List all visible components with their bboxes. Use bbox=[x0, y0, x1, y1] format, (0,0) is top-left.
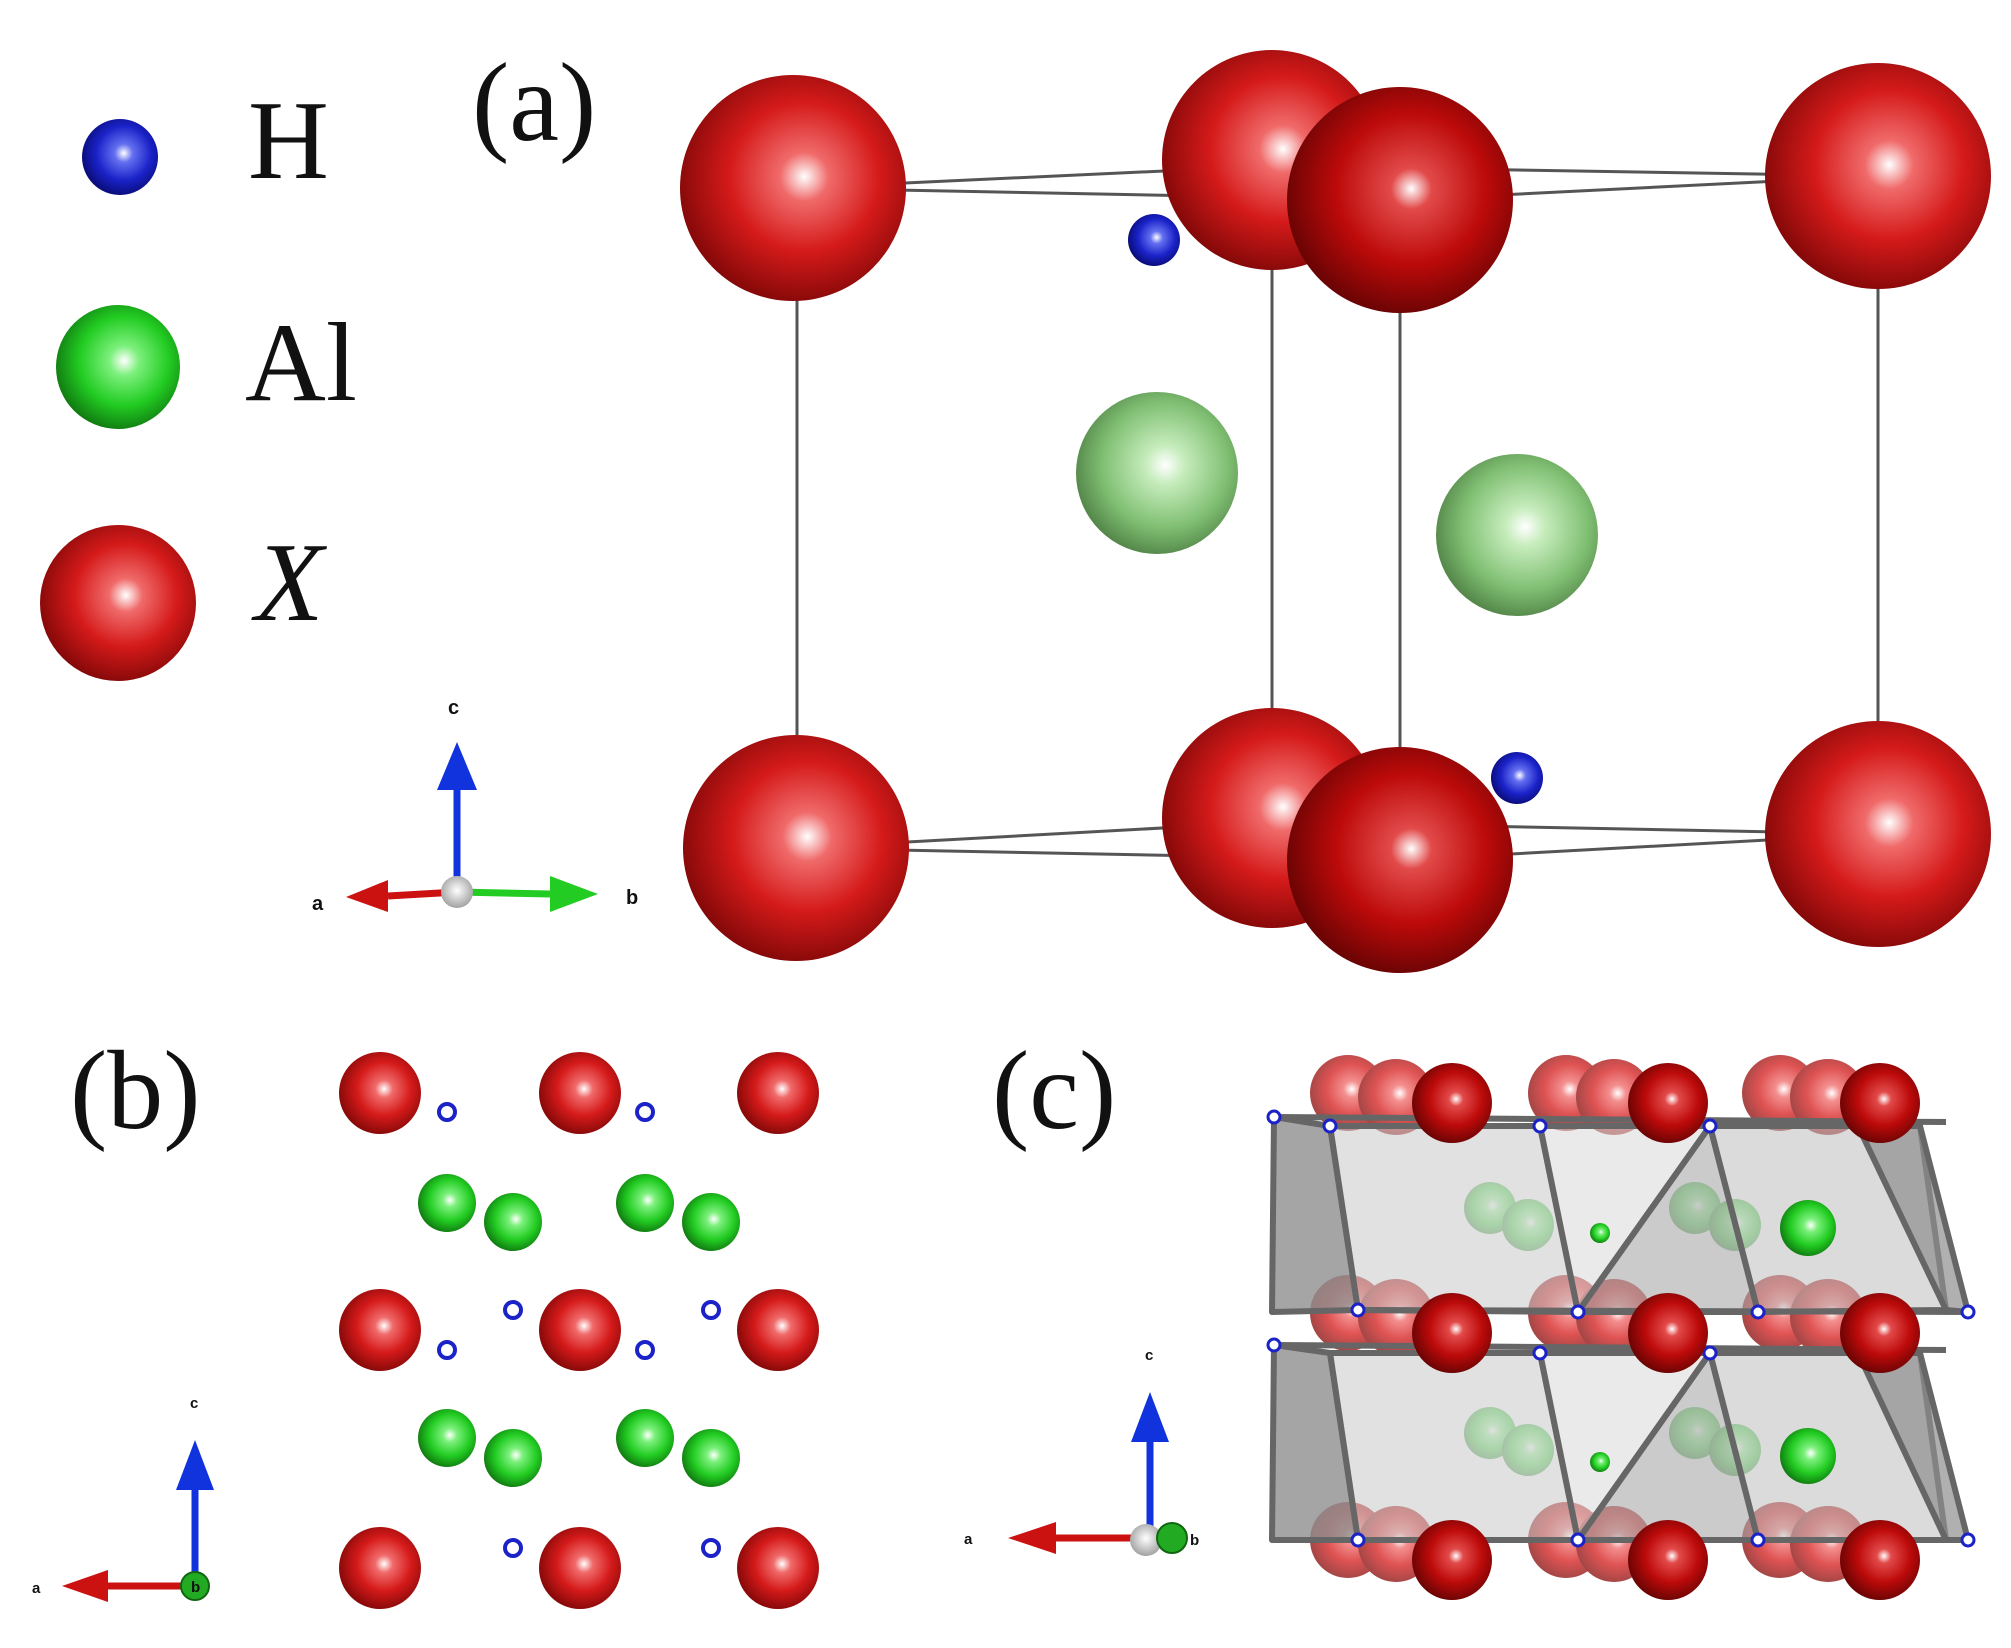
axis-label-b: b bbox=[1190, 1532, 1199, 1549]
x-atom bbox=[339, 1289, 421, 1371]
x-atom bbox=[1840, 1293, 1920, 1373]
x-atom bbox=[1765, 721, 1991, 947]
al-atom bbox=[1780, 1428, 1836, 1484]
legend-label-h: H bbox=[248, 79, 329, 203]
al-atom bbox=[418, 1174, 476, 1232]
x-atom bbox=[737, 1527, 819, 1609]
h-atom bbox=[701, 1300, 721, 1320]
polyhedra-layer-upper bbox=[1269, 1114, 1971, 1315]
h-atom bbox=[1570, 1532, 1586, 1548]
x-atom bbox=[683, 735, 909, 961]
x-atom bbox=[339, 1527, 421, 1609]
al-atom bbox=[1780, 1200, 1836, 1256]
x-atom bbox=[1840, 1063, 1920, 1143]
axis-label-a: a bbox=[964, 1531, 973, 1548]
polyhedra-layer-lower bbox=[1269, 1342, 1971, 1543]
x-atom bbox=[1412, 1293, 1492, 1373]
axis-label-c: c bbox=[448, 697, 459, 719]
h-atom bbox=[1702, 1118, 1718, 1134]
h-atom bbox=[503, 1300, 523, 1320]
h-atom bbox=[1702, 1345, 1718, 1361]
x-atom bbox=[1628, 1520, 1708, 1600]
axis-label-c: c bbox=[1145, 1347, 1153, 1364]
al-atom bbox=[1590, 1452, 1610, 1472]
x-atom bbox=[1287, 87, 1513, 313]
axis-indicator-b: c b a bbox=[32, 1395, 214, 1602]
legend-entry-x: X bbox=[40, 521, 328, 681]
al-atom bbox=[484, 1429, 542, 1487]
x-atom-front-layer bbox=[1412, 1063, 1920, 1600]
al-atom bbox=[682, 1429, 740, 1487]
h-atom bbox=[437, 1102, 457, 1122]
h-atom bbox=[701, 1538, 721, 1558]
h-atom bbox=[635, 1102, 655, 1122]
panel-a-label: (a) bbox=[472, 41, 596, 165]
al-atom bbox=[616, 1409, 674, 1467]
al-atom bbox=[418, 1409, 476, 1467]
h-atom bbox=[1532, 1345, 1548, 1361]
x-atom-layer bbox=[339, 1052, 819, 1609]
x-atom bbox=[737, 1289, 819, 1371]
x-atom bbox=[1628, 1063, 1708, 1143]
x-atom bbox=[539, 1052, 621, 1134]
x-atom bbox=[1628, 1293, 1708, 1373]
x-atom bbox=[680, 75, 906, 301]
panel-c: (c) bbox=[964, 1029, 1976, 1600]
h-atom bbox=[1128, 214, 1180, 266]
x-atom bbox=[737, 1052, 819, 1134]
al-atom bbox=[682, 1193, 740, 1251]
legend-entry-h: H bbox=[82, 79, 329, 203]
h-atom bbox=[1960, 1532, 1976, 1548]
axis-label-b: b bbox=[191, 1579, 200, 1596]
h-atom bbox=[1322, 1118, 1338, 1134]
h-atom bbox=[1570, 1304, 1586, 1320]
axis-label-c: c bbox=[190, 1395, 198, 1412]
h-atom bbox=[1491, 752, 1543, 804]
x-atom bbox=[539, 1289, 621, 1371]
legend-entry-al: Al bbox=[56, 301, 357, 429]
h-atom bbox=[437, 1340, 457, 1360]
axis-label-b: b bbox=[626, 887, 638, 909]
panel-b-label: (b) bbox=[70, 1029, 201, 1153]
al-atom-layer bbox=[418, 1174, 740, 1487]
h-atom bbox=[1266, 1109, 1282, 1125]
axis-label-a: a bbox=[32, 1580, 41, 1597]
h-atom bbox=[1350, 1302, 1366, 1318]
legend: H Al X bbox=[40, 79, 357, 681]
h-atom bbox=[1750, 1304, 1766, 1320]
h-atom bbox=[503, 1538, 523, 1558]
x-atom bbox=[1412, 1520, 1492, 1600]
panel-a: (a) bbox=[312, 41, 1991, 973]
al-atom bbox=[1436, 454, 1598, 616]
axis-indicator-a: c b a bbox=[312, 697, 638, 915]
h-atom bbox=[1266, 1337, 1282, 1353]
axis-label-a: a bbox=[312, 893, 324, 915]
al-atom-swatch bbox=[56, 305, 180, 429]
x-atom bbox=[1765, 63, 1991, 289]
al-atom bbox=[1076, 392, 1238, 554]
legend-label-x: X bbox=[251, 521, 328, 645]
h-atom bbox=[1350, 1532, 1366, 1548]
x-atom bbox=[1412, 1063, 1492, 1143]
legend-label-al: Al bbox=[245, 301, 357, 425]
x-atom bbox=[1840, 1520, 1920, 1600]
h-vertex-layer bbox=[1266, 1109, 1976, 1548]
panel-c-label: (c) bbox=[992, 1029, 1116, 1153]
x-atom bbox=[539, 1527, 621, 1609]
axis-indicator-c: c b a bbox=[964, 1347, 1199, 1556]
panel-b: (b) bbox=[32, 1029, 819, 1609]
h-atom bbox=[635, 1340, 655, 1360]
h-atom-swatch bbox=[82, 119, 158, 195]
h-atom bbox=[1532, 1118, 1548, 1134]
x-atom bbox=[1287, 747, 1513, 973]
h-atom bbox=[1750, 1532, 1766, 1548]
al-atom bbox=[484, 1193, 542, 1251]
x-atom bbox=[339, 1052, 421, 1134]
al-atom bbox=[1590, 1223, 1610, 1243]
al-atom bbox=[616, 1174, 674, 1232]
x-atom-swatch bbox=[40, 525, 196, 681]
h-atom bbox=[1960, 1304, 1976, 1320]
h-atom-layer bbox=[437, 1102, 721, 1558]
